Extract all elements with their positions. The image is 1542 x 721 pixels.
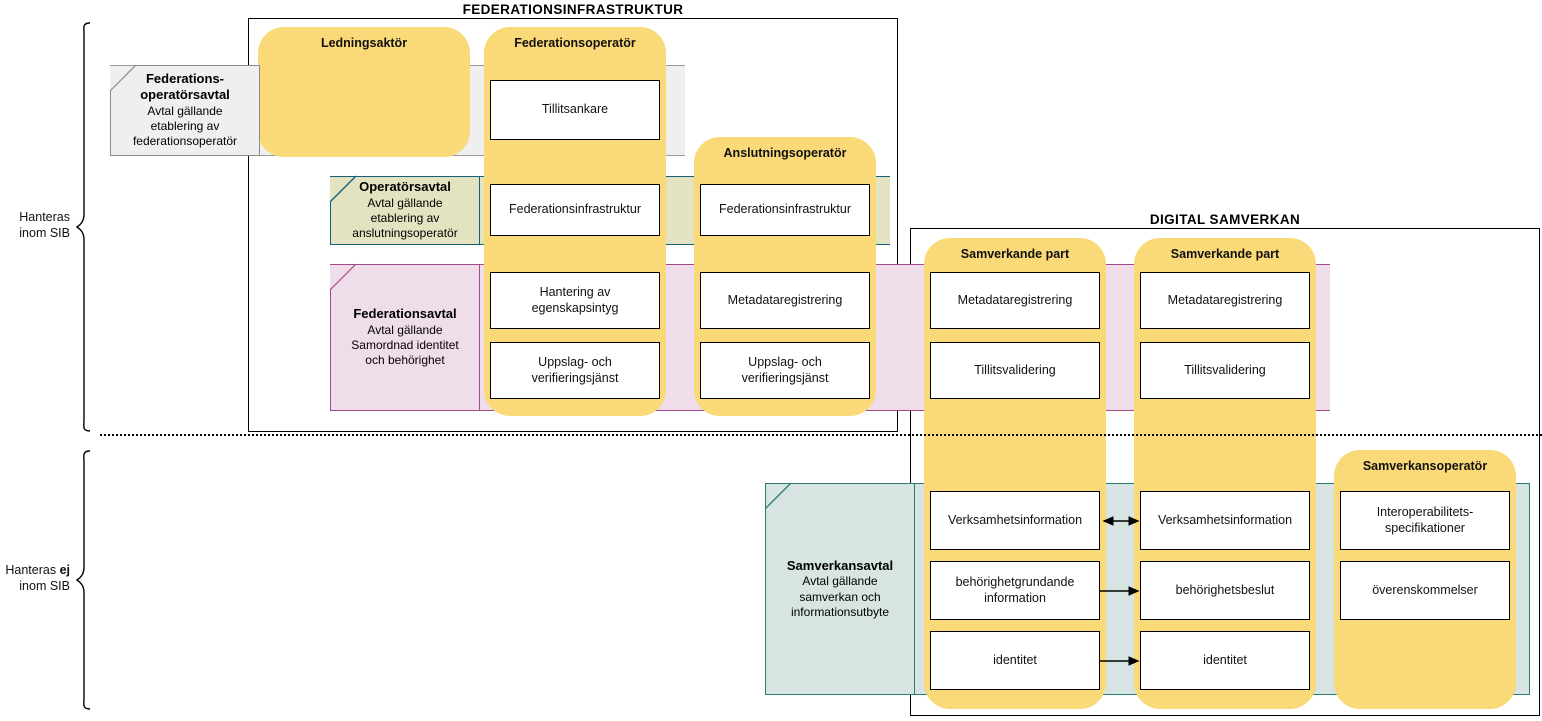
column-label-samverkande-part-1: Samverkande part xyxy=(960,247,1070,261)
column-label-anslutningsoperator: Anslutningsoperatör xyxy=(723,146,847,160)
capability-text: Uppslag- och verifieringsjänst xyxy=(741,355,829,385)
column-label-federationsoperator: Federationsoperatör xyxy=(514,36,636,50)
capability-metadataregistrering-sp1[interactable]: Metadataregistrering xyxy=(930,272,1100,329)
capability-tillitsankare[interactable]: Tillitsankare xyxy=(490,80,660,140)
frame-federationsinfrastruktur xyxy=(248,18,898,432)
frame-title-federationsinfrastruktur: FEDERATIONSINFRASTRUKTUR xyxy=(462,2,684,17)
arrow-verksamhetsinformation xyxy=(1102,516,1140,526)
note-samverkansavtal[interactable]: Samverkansavtal Avtal gällande samverkan… xyxy=(765,483,915,695)
capability-behorighetgrundande-information-sp1[interactable]: behörighetgrundande information xyxy=(930,561,1100,620)
capability-text: Hantering av egenskapsintyg xyxy=(531,285,619,315)
frame-title-digital-samverkan: DIGITAL SAMVERKAN xyxy=(1149,212,1301,227)
frame-digital-samverkan xyxy=(910,228,1540,716)
bracket-hanteras-inom-sib xyxy=(75,22,91,432)
column-label-ledningsaktor: Ledningsaktör xyxy=(320,36,408,50)
note-subtitle: Avtal gällande Samordnad identitet och b… xyxy=(351,322,459,368)
capability-uppslag-verifiering-fo[interactable]: Uppslag- och verifieringsjänst xyxy=(490,342,660,399)
capability-tillitsvalidering-sp2[interactable]: Tillitsvalidering xyxy=(1140,342,1310,399)
capability-federationsinfrastruktur-ao[interactable]: Federationsinfrastruktur xyxy=(700,184,870,236)
capability-verksamhetsinformation-sp1[interactable]: Verksamhetsinformation xyxy=(930,491,1100,550)
capability-overenskommelser[interactable]: överenskommelser xyxy=(1340,561,1510,620)
column-label-samverkande-part-2: Samverkande part xyxy=(1170,247,1280,261)
note-federationsavtal[interactable]: Federationsavtal Avtal gällande Samordna… xyxy=(330,264,480,411)
note-title: Samverkansavtal xyxy=(786,557,894,573)
note-federationsoperatorsavtal[interactable]: Federations-operatörsavtal Avtal gälland… xyxy=(110,65,260,156)
capability-text: Uppslag- och verifieringsjänst xyxy=(531,355,619,385)
note-title: Federations-operatörsavtal xyxy=(140,71,230,102)
capability-verksamhetsinformation-sp2[interactable]: Verksamhetsinformation xyxy=(1140,491,1310,550)
note-subtitle: Avtal gällande etablering av federations… xyxy=(132,103,238,149)
bracket-hanteras-ej-inom-sib xyxy=(75,450,91,710)
note-title: Operatörsavtal xyxy=(359,179,451,195)
arrow-behorighet xyxy=(1100,586,1140,596)
capability-identitet-sp2[interactable]: identitet xyxy=(1140,631,1310,690)
note-operatorsavtal[interactable]: Operatörsavtal Avtal gällande etablering… xyxy=(330,176,480,245)
capability-uppslag-verifiering-ao[interactable]: Uppslag- och verifieringsjänst xyxy=(700,342,870,399)
divider-dotted xyxy=(100,434,1542,436)
capability-metadataregistrering-ao[interactable]: Metadataregistrering xyxy=(700,272,870,329)
note-subtitle: Avtal gällande etablering av anslutnings… xyxy=(352,195,458,241)
capability-text: Interoperabilitets- specifikationer xyxy=(1376,505,1474,535)
capability-text: behörighetgrundande information xyxy=(955,575,1075,605)
capability-metadataregistrering-sp2[interactable]: Metadataregistrering xyxy=(1140,272,1310,329)
column-ledningsaktor[interactable]: Ledningsaktör xyxy=(258,27,470,157)
note-subtitle: Avtal gällande samverkan och information… xyxy=(790,574,890,619)
arrow-identitet xyxy=(1100,656,1140,666)
capability-federationsinfrastruktur-fo[interactable]: Federationsinfrastruktur xyxy=(490,184,660,236)
capability-behorighetsbeslut-sp2[interactable]: behörighetsbeslut xyxy=(1140,561,1310,620)
capability-tillitsvalidering-sp1[interactable]: Tillitsvalidering xyxy=(930,342,1100,399)
capability-identitet-sp1[interactable]: identitet xyxy=(930,631,1100,690)
note-title: Federationsavtal xyxy=(353,306,457,322)
column-label-samverkansoperator: Samverkansoperatör xyxy=(1362,459,1488,473)
capability-interoperabilitetsspecifikationer[interactable]: Interoperabilitets- specifikationer xyxy=(1340,491,1510,550)
capability-hantering-egenskapsintyg[interactable]: Hantering av egenskapsintyg xyxy=(490,272,660,329)
